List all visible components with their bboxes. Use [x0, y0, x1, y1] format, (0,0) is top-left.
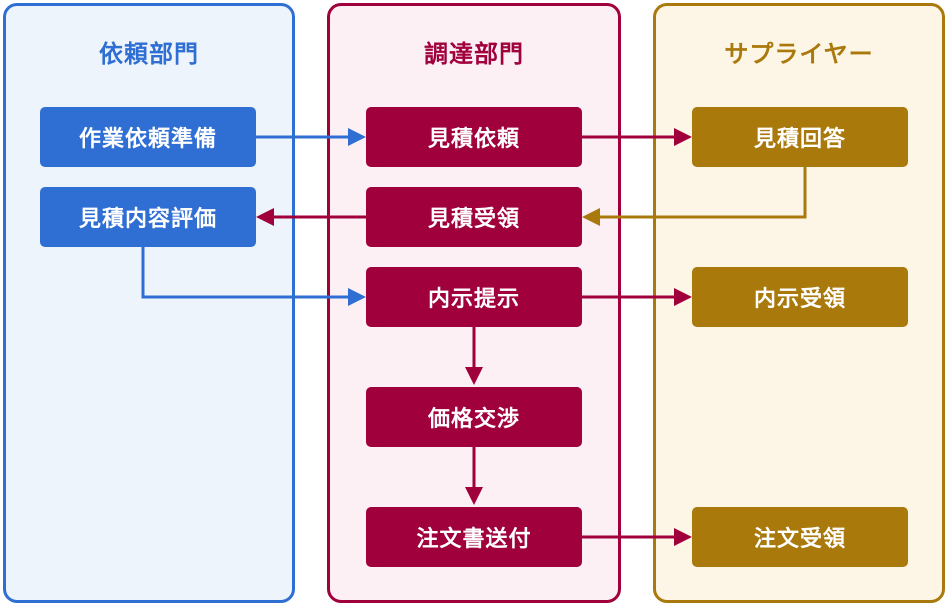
lane-title-procurement: 調達部門 — [424, 40, 524, 68]
step-quote-receipt[interactable]: 見積受領 — [366, 187, 582, 247]
step-work-request-preparation[interactable]: 作業依頼準備 — [40, 107, 256, 167]
step-informal-offer[interactable]: 内示提示 — [366, 267, 582, 327]
lane-requester: 依頼部門 — [3, 3, 295, 603]
step-quote-answer[interactable]: 見積回答 — [692, 107, 908, 167]
step-quote-evaluation[interactable]: 見積内容評価 — [40, 187, 256, 247]
step-price-negotiation[interactable]: 価格交渉 — [366, 387, 582, 447]
lane-title-requester: 依頼部門 — [99, 40, 199, 68]
step-send-purchase-order[interactable]: 注文書送付 — [366, 507, 582, 567]
lane-title-supplier: サプライヤー — [724, 40, 874, 68]
step-order-receipt[interactable]: 注文受領 — [692, 507, 908, 567]
step-quote-request[interactable]: 見積依頼 — [366, 107, 582, 167]
step-offer-receipt[interactable]: 内示受領 — [692, 267, 908, 327]
